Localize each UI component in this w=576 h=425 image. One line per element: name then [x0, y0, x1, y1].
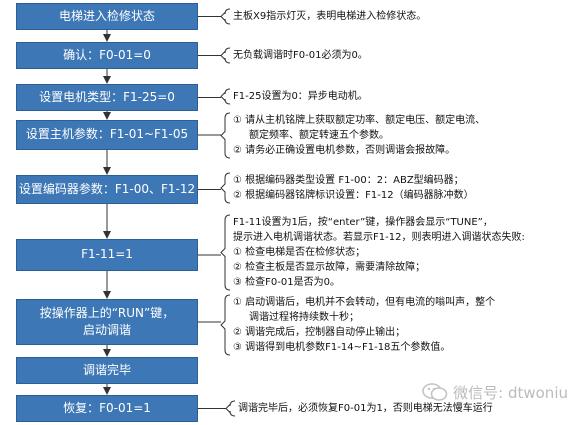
- note-bracket: [220, 214, 231, 291]
- step-label: 电梯进入检修状态: [58, 8, 155, 23]
- step-confirm-f0-01-box: 确认：F0-01=0: [16, 42, 198, 69]
- note-line: ① 请从主机铭牌上获取额定功率、额定电压、额定电流、: [233, 115, 486, 126]
- step-run-tuning-box: 按操作器上的“RUN”键， 启动调谐: [16, 299, 198, 345]
- watermark-text: 微信号: dtwoniu: [453, 383, 568, 402]
- step-restore-f0-01-box: 恢复：F0-01=1: [16, 395, 198, 422]
- note-line: 提示进入电机调谐状态。若显示F1-12，则表明进入调谐状态失败:: [233, 232, 525, 243]
- step-label: 按操作器上的“RUN”键，: [39, 305, 175, 320]
- note-line: ② 检查主板是否显示故障，需要清除故障；: [233, 262, 426, 273]
- note-line: 额定频率、额定转速五个参数。: [249, 130, 389, 141]
- step-label-second-line: 启动调谐: [82, 323, 131, 337]
- note-line: ① 启动调谐后，电机并不会转动，但有电流的嗡叫声，整个: [233, 297, 496, 308]
- note-line: 调谐完毕后，必须恢复F0-01为1，否则电梯无法慢车运行: [238, 403, 493, 414]
- step-label: 设置主机参数：F1-01~F1-05: [25, 127, 189, 142]
- note-bracket: [225, 400, 236, 417]
- step-label: 调谐完毕: [82, 362, 131, 377]
- note-bracket: [220, 294, 231, 356]
- note-line: F1-25设置为0：异步电动机。: [233, 91, 368, 102]
- note-line: ② 根据编码器铭牌标识设置：F1-12（编码器脉冲数）: [233, 190, 474, 201]
- step-encoder-params-box: 设置编码器参数：F1-00、F1-12: [16, 175, 198, 204]
- note-line: 主板X9指示灯灭，表明电梯进入检修状态。: [233, 11, 427, 22]
- step-host-params-box: 设置主机参数：F1-01~F1-05: [16, 120, 198, 150]
- note-line: ① 根据编码器类型设置 F1-00：2：ABZ型编码器；: [233, 175, 464, 186]
- note-line: F1-11设置为1后，按“enter”键，操作器会显示“TUNE”，: [233, 217, 493, 228]
- wechat-watermark: 微信号: dtwoniu: [422, 381, 568, 403]
- step-label: 确认：F0-01=0: [63, 47, 151, 62]
- note-bracket: [220, 172, 231, 204]
- note-inspection: 主板X9指示灯灭，表明电梯进入检修状态。: [233, 9, 568, 24]
- step-enter-inspection-box: 电梯进入检修状态: [16, 3, 198, 30]
- step-motor-type-box: 设置电机类型：F1-25=0: [16, 84, 198, 111]
- step-f1-11-box: F1-11=1: [16, 239, 198, 271]
- note-line: ② 请务必正确设置电机参数，否则调谐会报故障。: [233, 145, 456, 156]
- note-run-tuning: ① 启动调谐后，电机并不会转动，但有电流的嗡叫声，整个 调谐过程将持续数十秒； …: [233, 295, 568, 355]
- note-line: ③ 检查F0-01是否为0。: [233, 277, 340, 288]
- note-restore: 调谐完毕后，必须恢复F0-01为1，否则电梯无法慢车运行: [238, 401, 573, 416]
- note-motor-type: F1-25设置为0：异步电动机。: [233, 89, 568, 104]
- step-label: 设置电机类型：F1-25=0: [39, 89, 175, 104]
- note-bracket: [220, 112, 231, 159]
- note-line: ① 检查电梯是否在检修状态；: [233, 247, 366, 258]
- note-confirm: 无负载调谐时F0-01必须为0。: [233, 48, 568, 63]
- note-line: 调谐过程将持续数十秒；: [249, 312, 359, 323]
- step-label: 恢复：F0-01=1: [63, 400, 151, 415]
- note-host-params: ① 请从主机铭牌上获取额定功率、额定电压、额定电流、 额定频率、额定转速五个参数…: [233, 113, 568, 158]
- wechat-icon: [422, 383, 448, 401]
- note-bracket: [220, 88, 231, 105]
- note-line: ② 调谐完成后，控制器自动停止输出；: [233, 327, 406, 338]
- note-encoder-params: ① 根据编码器类型设置 F1-00：2：ABZ型编码器； ② 根据编码器铭牌标识…: [233, 173, 568, 203]
- step-tuning-complete-box: 调谐完毕: [16, 357, 198, 384]
- note-f1-11: F1-11设置为1后，按“enter”键，操作器会显示“TUNE”， 提示进入电…: [233, 215, 568, 290]
- note-line: ③ 调谐得到电机参数F1-14~F1-18五个参数值。: [233, 342, 451, 353]
- step-label: F1-11=1: [81, 247, 133, 262]
- step-label: 设置编码器参数：F1-00、F1-12: [18, 181, 196, 196]
- note-line: 无负载调谐时F0-01必须为0。: [233, 50, 368, 61]
- note-bracket: [220, 47, 231, 64]
- note-bracket: [220, 8, 231, 25]
